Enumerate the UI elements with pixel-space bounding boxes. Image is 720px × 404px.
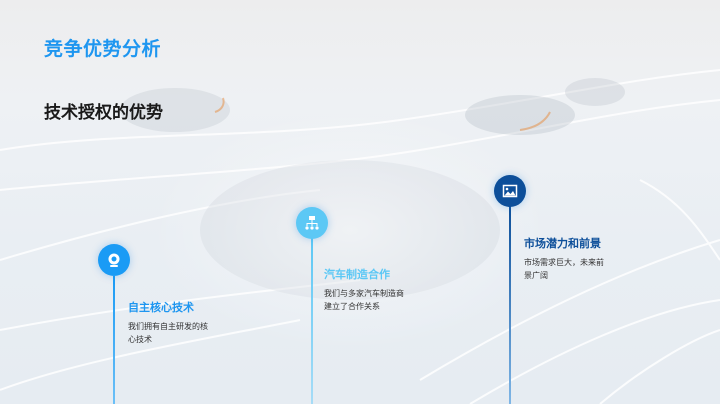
timeline-title-2: 汽车制造合作: [324, 268, 390, 281]
timeline-title-1: 自主核心技术: [128, 301, 194, 314]
timeline-node-1[interactable]: [98, 244, 130, 276]
webcam-icon: [108, 253, 120, 267]
timeline-desc-1: 我们拥有自主研发的核 心技术: [128, 320, 208, 346]
timeline-title-3: 市场潜力和前景: [524, 237, 601, 250]
desc-line: 我们拥有自主研发的核: [128, 322, 208, 331]
page-title: 竞争优势分析: [44, 38, 162, 60]
desc-line: 建立了合作关系: [324, 302, 380, 311]
timeline-node-2[interactable]: [296, 207, 328, 239]
desc-line: 景广阔: [524, 271, 548, 280]
timeline-desc-3: 市场需求巨大，未来前 景广阔: [524, 256, 604, 282]
timeline-line-3: [509, 206, 511, 404]
timeline-line-1: [113, 276, 115, 404]
org-chart-icon: [305, 216, 319, 230]
desc-line: 市场需求巨大，未来前: [524, 258, 604, 267]
timeline-line-2: [311, 238, 313, 404]
timeline-node-3[interactable]: [494, 175, 526, 207]
timeline-desc-2: 我们与多家汽车制造商 建立了合作关系: [324, 287, 404, 313]
desc-line: 心技术: [128, 335, 152, 344]
section-subtitle: 技术授权的优势: [44, 103, 163, 123]
desc-line: 我们与多家汽车制造商: [324, 289, 404, 298]
image-icon: [502, 184, 518, 198]
